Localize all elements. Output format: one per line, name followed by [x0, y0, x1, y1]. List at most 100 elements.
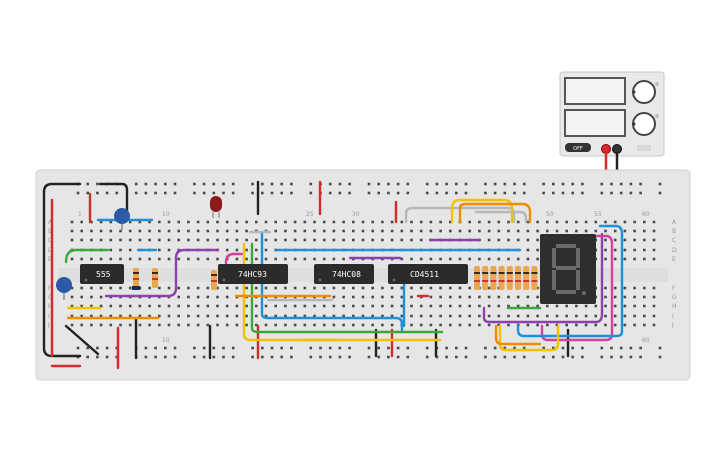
wires[interactable]: [42, 180, 624, 370]
row-letter-left: D: [48, 247, 53, 254]
wire-black-left-loop: [42, 182, 82, 358]
column-numbers-bottom: 10 60: [162, 337, 650, 344]
voltage-display: [564, 77, 626, 105]
row-letter-left: G: [48, 294, 53, 301]
chip-cd4511-label: CD4511: [410, 270, 439, 279]
wire-black-diag: [64, 324, 100, 356]
resistor-array: [474, 266, 538, 290]
resistor-band: [474, 280, 480, 282]
resistor-array-element[interactable]: [490, 266, 497, 290]
resistor-array-element[interactable]: [515, 266, 521, 290]
row-letter-left: J: [47, 322, 50, 329]
chip-555-label: 555: [96, 270, 111, 279]
diode[interactable]: [132, 286, 140, 290]
wire-magenta-1: [224, 252, 244, 282]
column-numbers-top: 1 10 25 30 50 55 60: [78, 211, 650, 218]
row-letter-left: E: [48, 256, 52, 263]
resistor-array-element[interactable]: [531, 266, 538, 290]
wire-magenta-right: [540, 234, 614, 342]
wire-purple-right: [482, 232, 604, 324]
row-letter-right: E: [672, 256, 676, 263]
wire-black-top: [98, 182, 129, 216]
chip-74hc08[interactable]: 74HC08: [314, 264, 374, 284]
current-knob-dot: [655, 114, 659, 118]
row-letter-right: G: [672, 294, 677, 301]
chip-74hc93-label: 74HC93: [238, 270, 267, 279]
resistor-band: [515, 280, 521, 282]
chip-74hc08-label: 74HC08: [332, 270, 361, 279]
power-switch-label: OFF: [573, 146, 583, 152]
resistor-band: [523, 280, 530, 282]
chip-74hc93[interactable]: 74HC93: [218, 264, 288, 284]
svg-text:60: 60: [642, 337, 650, 344]
svg-text:10: 10: [162, 211, 170, 218]
resistors[interactable]: [133, 266, 538, 290]
current-display: [564, 109, 626, 137]
row-letter-left: H: [48, 303, 53, 310]
resistor-array-element[interactable]: [474, 266, 480, 290]
row-letter-right: D: [672, 247, 677, 254]
resistor-band: [531, 272, 538, 274]
resistor-band: [523, 272, 530, 274]
wire-blue-right: [516, 224, 624, 338]
power-switch[interactable]: [565, 143, 591, 152]
row-letter-right: F: [672, 285, 676, 292]
voltage-knob-dot: [655, 82, 659, 86]
resistor-band: [490, 272, 497, 274]
row-letter-right: C: [672, 237, 676, 244]
row-letter-left: A: [48, 219, 53, 226]
chip-555[interactable]: 555: [80, 264, 124, 284]
resistor-2: [152, 268, 158, 288]
wire-yellow-main: [242, 242, 442, 342]
resistor-array-element[interactable]: [498, 266, 505, 290]
svg-text:55: 55: [594, 211, 602, 218]
row-letter-left: I: [48, 313, 50, 320]
brand-mark: [637, 145, 651, 151]
svg-text:60: 60: [642, 211, 650, 218]
chip-cd4511[interactable]: CD4511: [388, 264, 468, 284]
power-supply[interactable]: OFF: [559, 71, 665, 157]
resistor-band: [498, 272, 505, 274]
resistor-array-element[interactable]: [523, 266, 530, 290]
capacitor-1[interactable]: [114, 208, 130, 224]
seven-segment-value: 8: [566, 299, 567, 301]
svg-text:30: 30: [352, 211, 360, 218]
voltage-knob[interactable]: [632, 80, 656, 104]
svg-text:50: 50: [546, 211, 554, 218]
wire-orange-right: [494, 324, 542, 346]
wire-green-main: [250, 242, 444, 334]
seven-segment-digit: [552, 244, 586, 295]
svg-text:10: 10: [162, 337, 170, 344]
resistor-band: [474, 272, 480, 274]
resistor-band: [506, 280, 513, 282]
resistor-3: [211, 270, 217, 290]
resistor-band: [482, 280, 489, 282]
row-letter-right: A: [672, 219, 677, 226]
row-letter-left: F: [48, 285, 52, 292]
row-letter-right: B: [672, 228, 676, 235]
resistor-band: [498, 280, 505, 282]
row-letter-left: C: [48, 237, 52, 244]
led-red[interactable]: [210, 196, 222, 218]
breadboard-holes: [70, 182, 662, 359]
wire-green-1: [64, 248, 110, 264]
wire-yellow-right: [498, 324, 560, 352]
wire-orange-top: [458, 202, 532, 224]
resistor-band: [482, 272, 489, 274]
resistor-array-element[interactable]: [482, 266, 489, 290]
resistor-array-element[interactable]: [506, 266, 513, 290]
resistor-band: [490, 280, 497, 282]
resistor-1: [133, 268, 139, 288]
wire-blue-main: [260, 232, 404, 332]
capacitor-2[interactable]: [56, 277, 72, 293]
row-letter-right: H: [672, 303, 677, 310]
svg-text:25: 25: [306, 211, 314, 218]
row-letter-right: I: [672, 313, 674, 320]
svg-text:1: 1: [78, 211, 82, 218]
row-letter-left: B: [48, 228, 52, 235]
current-knob[interactable]: [632, 112, 656, 136]
seven-segment-display[interactable]: 8: [540, 234, 596, 304]
resistor-band: [506, 272, 513, 274]
